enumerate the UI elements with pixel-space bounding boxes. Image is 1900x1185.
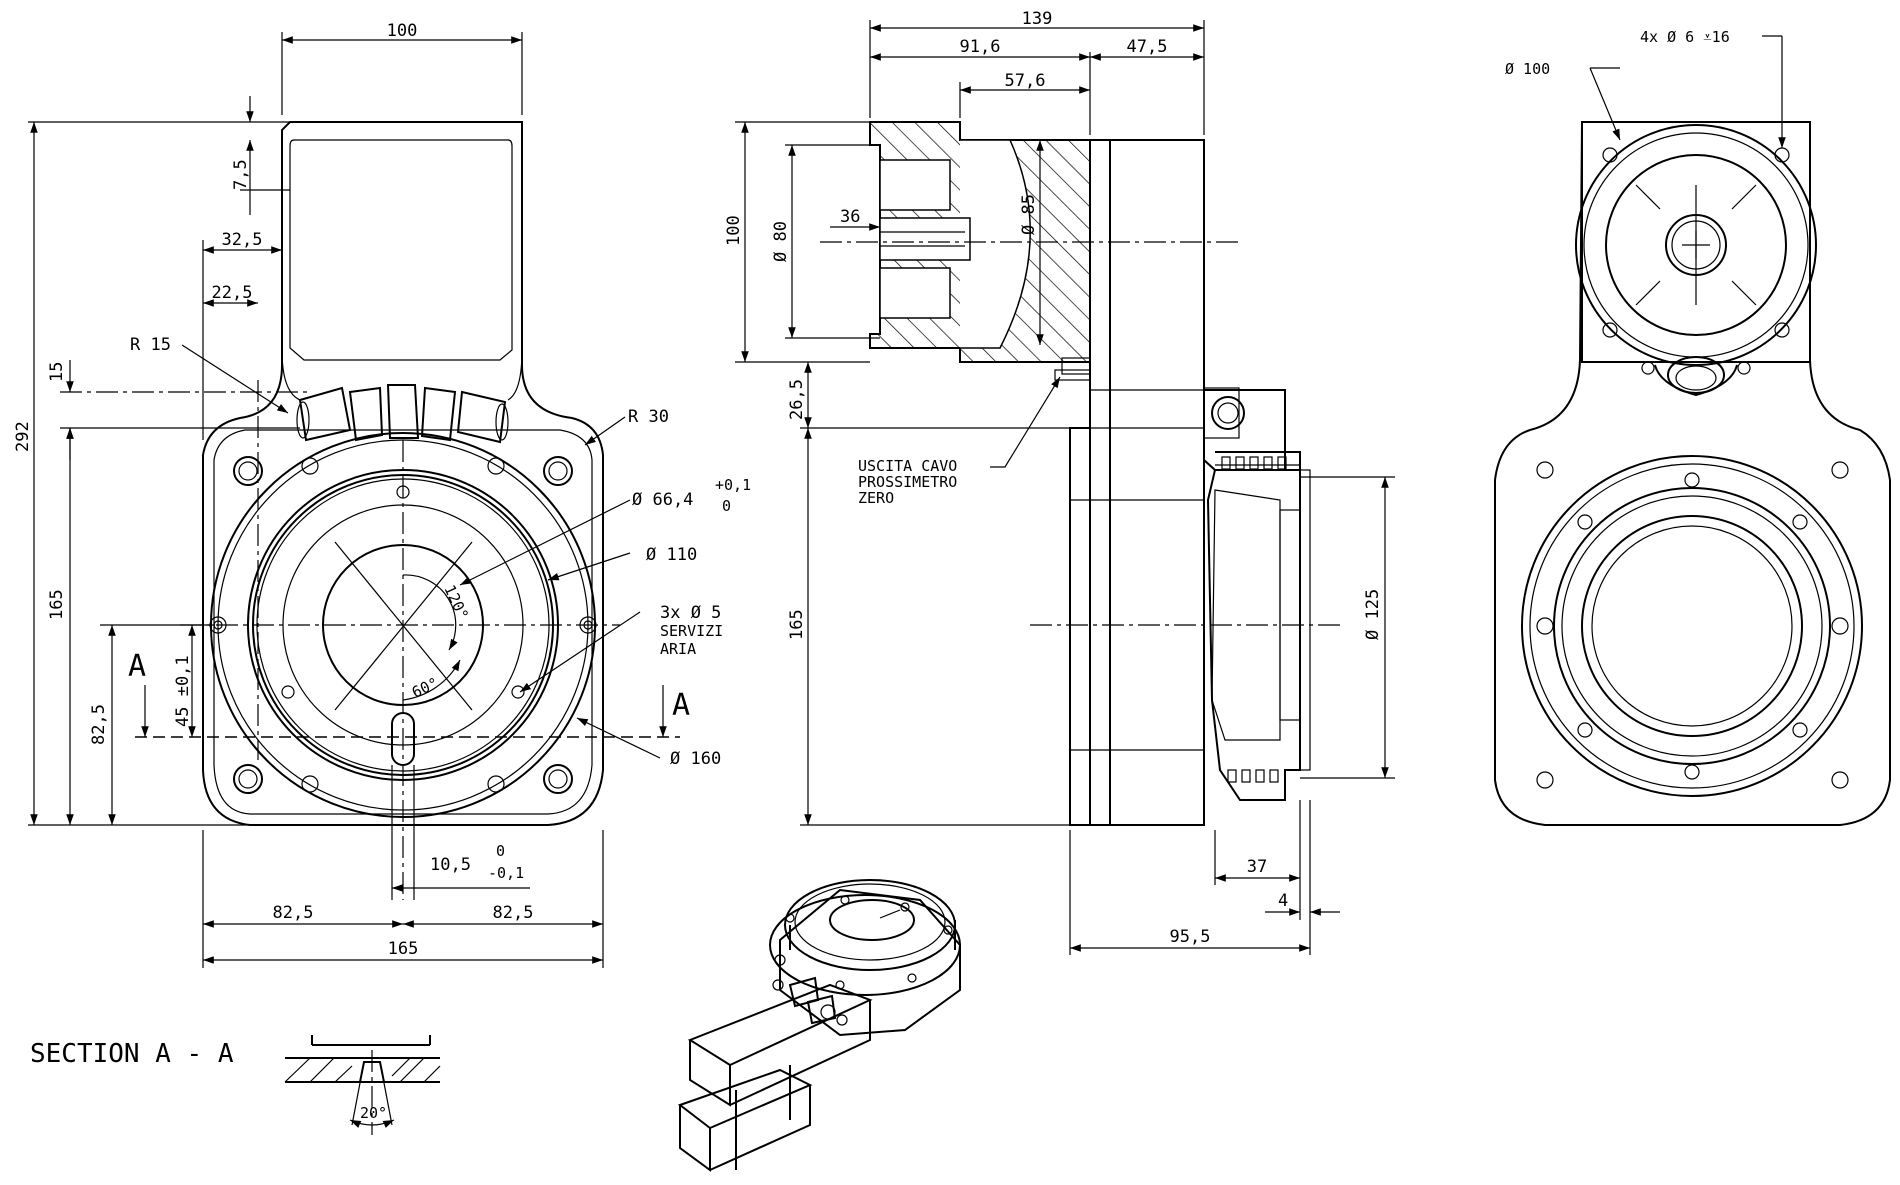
dim-10-5-tol-lower: -0,1 [488, 864, 524, 882]
dim-100-side: 100 [724, 215, 744, 246]
dim-165-horizontal: 165 [388, 939, 419, 959]
dia-125: Ø 125 [1363, 589, 1383, 640]
dia-160: Ø 160 [670, 749, 721, 769]
dim-95-5: 95,5 [1170, 927, 1211, 947]
dim-4: 4 [1278, 891, 1288, 911]
callout-line-3: ZERO [858, 489, 894, 507]
section-a-a: SECTION A - A 20° [30, 1035, 441, 1135]
dim-57-6: 57,6 [1005, 71, 1046, 91]
dim-15: 15 [47, 362, 67, 382]
front-view: 100 7,5 292 15 165 82,5 45 ±0,1 32,5 22,… [13, 21, 751, 968]
dim-7-5: 7,5 [231, 159, 251, 190]
dia-66-4: Ø 66,4 [632, 490, 693, 510]
dim-10-5-tol-upper: 0 [496, 842, 505, 860]
holes-3x5: 3x Ø 5 [660, 603, 721, 623]
angle-120: 120° [440, 582, 472, 622]
aria-label: ARIA [660, 640, 696, 658]
angle-20: 20° [360, 1104, 387, 1122]
isometric-view [677, 879, 961, 1172]
ring-bolts [209, 457, 597, 793]
dim-165-side: 165 [787, 609, 807, 640]
dim-36: 36 [840, 207, 860, 227]
dim-292: 292 [13, 421, 33, 452]
callout-line-2: PROSSIMETRO [858, 473, 957, 491]
dia-85: Ø 85 [1019, 194, 1039, 235]
dim-47-5: 47,5 [1127, 37, 1168, 57]
dia-110: Ø 110 [646, 545, 697, 565]
servizi-label: SERVIZI [660, 622, 723, 640]
dim-82-5-left: 82,5 [273, 903, 314, 923]
dim-22-5: 22,5 [212, 283, 253, 303]
dia-66-4-tol-upper: +0,1 [715, 476, 751, 494]
dim-10-5: 10,5 [430, 855, 471, 875]
radius-30: R 30 [628, 407, 669, 427]
dim-82-5-right: 82,5 [493, 903, 534, 923]
section-mark-right: A [672, 688, 690, 723]
dim-91-6: 91,6 [960, 37, 1001, 57]
section-title: SECTION A - A [30, 1039, 234, 1069]
dim-32-5: 32,5 [222, 230, 263, 250]
dim-100-top: 100 [387, 21, 418, 41]
dia-80: Ø 80 [771, 221, 791, 262]
arm-inner-outline [289, 139, 513, 361]
arm-outline [202, 121, 604, 826]
dim-82-5-vertical: 82,5 [89, 704, 109, 745]
dim-26-5: 26,5 [787, 379, 807, 420]
callout-line-1: USCITA CAVO [858, 457, 957, 475]
side-body [1089, 139, 1205, 826]
corner-holes [233, 456, 573, 794]
holes-4x6: 4x Ø 6 ⩡16 [1640, 28, 1730, 46]
rear-view: Ø 100 4x Ø 6 ⩡16 [1494, 28, 1891, 826]
dia-100-rear: Ø 100 [1505, 60, 1550, 78]
radius-15: R 15 [130, 335, 171, 355]
side-view: 139 91,6 47,5 57,6 100 Ø 80 36 Ø 85 26,5… [724, 9, 1395, 955]
air-fittings [296, 384, 509, 444]
dim-37: 37 [1247, 857, 1267, 877]
dia-66-4-tol-lower: 0 [722, 497, 731, 515]
dim-165-vertical: 165 [47, 589, 67, 620]
section-mark-left: A [128, 649, 146, 684]
dim-45: 45 ±0,1 [173, 655, 193, 727]
dim-139: 139 [1022, 9, 1053, 29]
